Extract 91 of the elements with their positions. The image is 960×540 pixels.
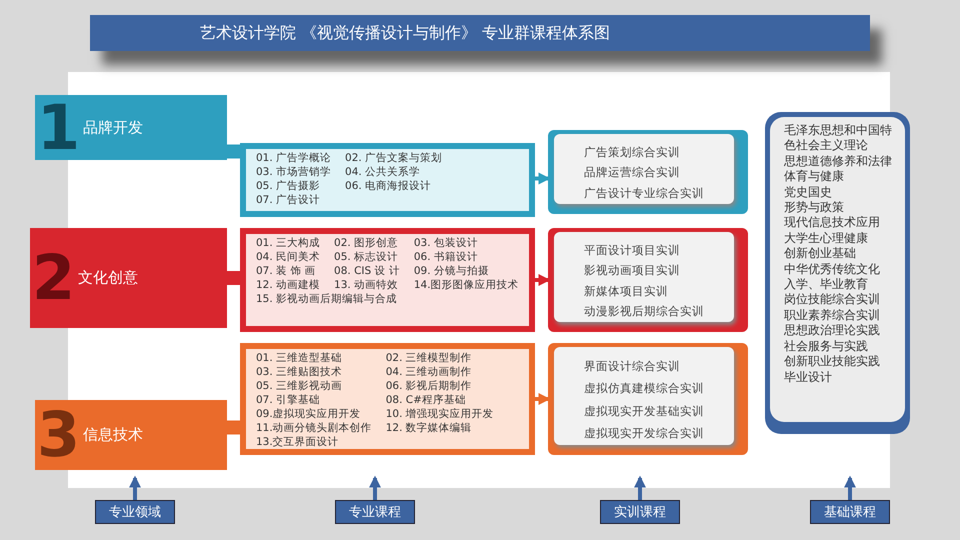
course-box <box>240 343 535 455</box>
course-item: 05. 标志设计 <box>334 251 400 264</box>
course-item: 04. 公共关系学 <box>345 166 422 179</box>
course-item: 09.虚拟现实应用开发 <box>256 408 362 421</box>
title-bar: 艺术设计学院 《视觉传播设计与制作》 专业群课程体系图 <box>90 15 870 51</box>
course-item: 02. 广告文案与策划 <box>345 152 442 165</box>
ribbon-connector <box>227 271 240 285</box>
course-item: 06. 电商海报设计 <box>345 180 432 193</box>
course-list-box <box>765 112 910 434</box>
course-item: 07. 广告设计 <box>256 194 322 207</box>
training-box <box>548 130 748 214</box>
course-item: 05. 广告摄影 <box>256 180 322 193</box>
course-item: 思想政治理论实践 <box>784 323 881 339</box>
category-label: 专业领域 <box>95 500 175 524</box>
training-item: 广告设计专业综合实训 <box>584 186 705 202</box>
training-item: 虚拟仿真建模综合实训 <box>584 381 705 396</box>
course-box <box>240 228 535 332</box>
course-item: 07. 引擎基础 <box>256 394 322 407</box>
course-item: 02. 三维模型制作 <box>386 352 473 365</box>
ribbon-connector <box>227 144 240 158</box>
band-label: 信息技术 <box>83 426 143 444</box>
course-item: 01. 三大构成 <box>256 237 320 250</box>
course-item: 09. 分镜与拍摄 <box>414 265 490 278</box>
course-item: 04. 三维动画制作 <box>386 366 473 379</box>
training-item: 界面设计综合实训 <box>584 358 681 374</box>
course-item: 中华优秀传统文化 <box>784 262 881 278</box>
band-label: 文化创意 <box>78 268 138 288</box>
arrow <box>535 393 550 405</box>
course-item: 12. 动画建模 <box>256 279 320 292</box>
step-number: 3 <box>37 404 80 466</box>
training-item: 品牌运营综合实训 <box>584 165 681 180</box>
training-item: 新媒体项目实训 <box>584 284 669 299</box>
training-box <box>548 343 748 455</box>
training-item: 动漫影视后期综合实训 <box>584 304 705 320</box>
course-item: 03. 市场营销学 <box>256 166 332 179</box>
course-item: 11.动画分镜头剧本创作 <box>256 422 372 435</box>
arrow <box>535 274 550 286</box>
course-item: 10. 增强现实应用开发 <box>386 408 494 421</box>
training-item: 虚拟现实开发基础实训 <box>584 404 705 419</box>
course-item: 社会服务与实践 <box>784 338 869 354</box>
course-item: 06. 影视后期制作 <box>386 380 473 393</box>
course-item: 党史国史 <box>784 184 833 200</box>
course-item: 04. 民间美术 <box>256 251 320 264</box>
course-item: 15. 影视动画后期编辑与合成 <box>256 293 398 306</box>
course-item: 创新职业技能实践 <box>784 354 881 370</box>
course-item: 毕业设计 <box>784 370 833 385</box>
arrow <box>844 476 856 500</box>
course-item: 03. 三维贴图技术 <box>256 366 344 379</box>
course-item: 07. 装 饰 画 <box>256 265 317 278</box>
course-item: 13.交互界面设计 <box>256 436 340 449</box>
course-item: 05. 三维影视动画 <box>256 380 344 393</box>
course-box <box>240 143 535 217</box>
arrow <box>634 476 646 500</box>
category-band <box>30 228 227 328</box>
step-number: 1 <box>37 96 80 158</box>
course-item: 08. CIS 设 计 <box>334 265 400 278</box>
course-item: 06. 书籍设计 <box>414 251 479 264</box>
band-label: 品牌开发 <box>83 118 143 137</box>
course-item: 思想道德修养和法律 <box>784 154 893 170</box>
course-item: 08. C#程序基础 <box>386 394 467 407</box>
category-label: 专业课程 <box>335 500 415 524</box>
course-item: 03. 包装设计 <box>414 237 479 250</box>
course-item: 01. 广告学概论 <box>256 152 332 165</box>
training-item: 影视动画项目实训 <box>584 263 681 278</box>
course-item: 职业素养综合实训 <box>784 308 881 324</box>
category-label: 基础课程 <box>810 500 890 524</box>
course-item: 现代信息技术应用 <box>784 215 881 231</box>
course-item: 创新创业基础 <box>784 246 857 262</box>
course-item: 岗位技能综合实训 <box>784 292 881 308</box>
course-item: 大学生心理健康 <box>784 230 869 246</box>
course-item: 体育与健康 <box>784 169 845 185</box>
course-item: 01. 三维造型基础 <box>256 352 344 365</box>
training-item: 虚拟现实开发综合实训 <box>584 426 705 442</box>
course-item: 13. 动画特效 <box>334 279 400 292</box>
ribbon-connector <box>227 420 240 434</box>
arrow <box>369 476 381 500</box>
course-item: 02. 图形创意 <box>334 237 400 250</box>
category-band <box>35 95 227 160</box>
arrow <box>129 476 141 500</box>
course-item: 14.图形图像应用技术 <box>414 279 519 292</box>
training-item: 广告策划综合实训 <box>584 144 681 160</box>
training-box <box>548 228 748 332</box>
category-band <box>35 400 227 470</box>
step-number: 2 <box>32 247 76 309</box>
training-item: 平面设计项目实训 <box>584 242 681 258</box>
course-item: 形势与政策 <box>784 200 845 216</box>
course-item: 毛泽东思想和中国特色社会主义理论 <box>784 123 893 154</box>
arrow <box>535 172 550 184</box>
category-label: 实训课程 <box>600 500 680 524</box>
course-item: 入学、毕业教育 <box>784 277 869 292</box>
course-item: 12. 数字媒体编辑 <box>386 422 473 435</box>
